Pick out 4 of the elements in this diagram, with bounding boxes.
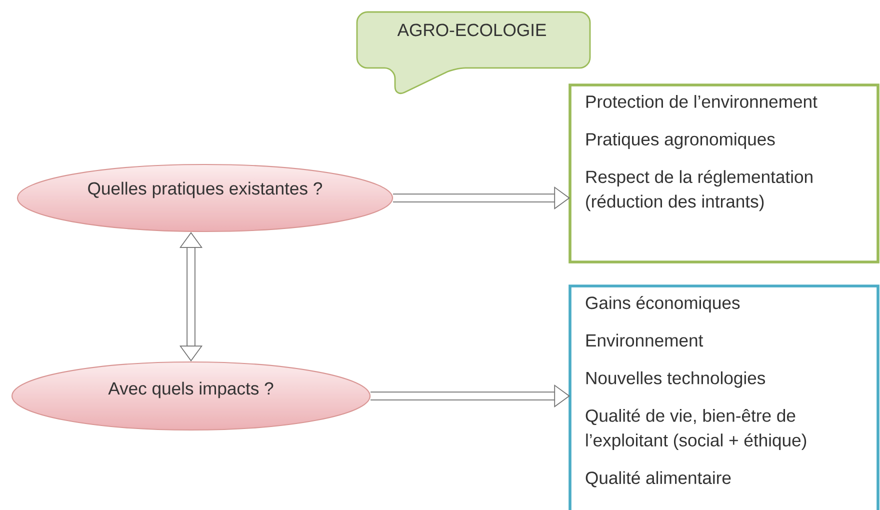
block-arrow [179, 232, 203, 362]
list-box: Protection de l’environnement Pratiques agronomiques Respect de la réglementation (réduction des intrants) [568, 84, 880, 264]
list-box: Gains économiques Environnement Nouvelles technologies Qualité de vie, bien-être de l’exploitant (social + éthique) Qualité alimentaire [568, 284, 880, 510]
speech-bubble: AGRO-ECOLOGIE [356, 11, 591, 94]
